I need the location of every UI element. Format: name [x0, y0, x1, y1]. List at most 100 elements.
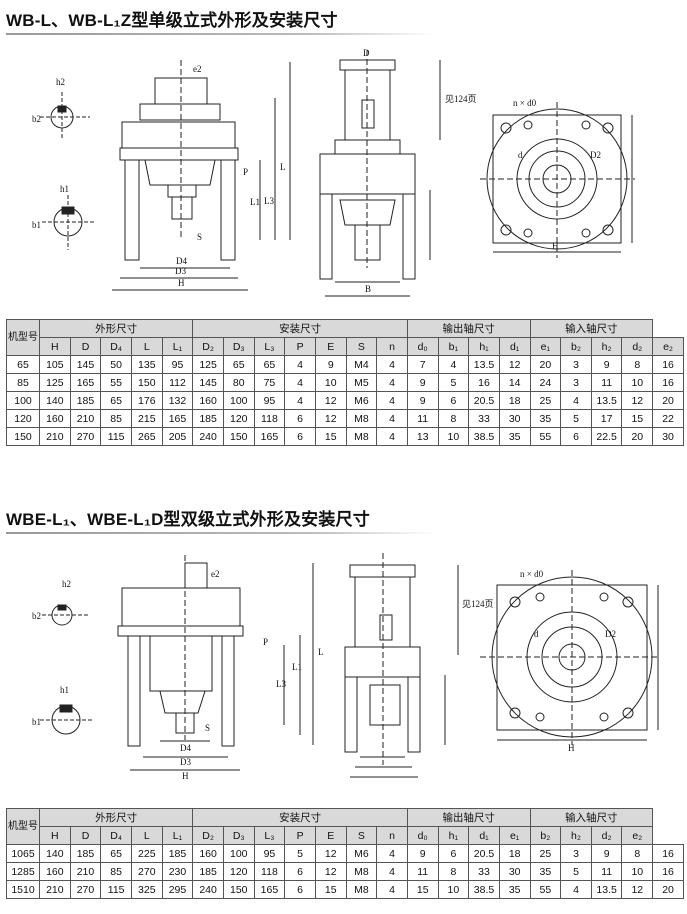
front-view-2 [117, 555, 314, 771]
model-header: 机型号 [6, 808, 40, 845]
table-cell: 5 [437, 373, 470, 392]
label2-nd0: n × d0 [520, 569, 544, 579]
table-cell: 4 [376, 427, 408, 446]
label2-plan-H: H [568, 743, 575, 753]
table-cell: 16 [468, 373, 500, 392]
table-cell: 17 [590, 409, 623, 428]
table-cell: 115 [100, 880, 132, 899]
table-cell: 5 [560, 409, 592, 428]
label-h1: h1 [60, 184, 69, 194]
table-cell: 4 [376, 409, 408, 428]
column-header: L [130, 826, 163, 845]
column-header: S [345, 337, 378, 356]
table-cell: 30 [652, 427, 684, 446]
section1-technical-drawing: h2 b2 h1 b1 e2 P L3 L L1 S D4 D3 H D 见12… [32, 48, 635, 297]
table-cell: 18 [498, 391, 531, 410]
label2-S: S [205, 723, 210, 733]
table-cell: M8 [345, 880, 378, 899]
table-cell: 33 [468, 409, 500, 428]
table-cell: 8 [621, 355, 654, 374]
label2-h2: h2 [62, 579, 71, 589]
table-cell: 150 [222, 427, 255, 446]
table-cell: 240 [192, 880, 224, 899]
table-cell: 4 [376, 373, 408, 392]
table-cell: 65 [6, 355, 40, 374]
group-header: 输入轴尺寸 [529, 808, 654, 827]
table-cell: 24 [529, 373, 562, 392]
table-cell: 4 [284, 373, 316, 392]
table-cell: 65 [100, 391, 132, 410]
column-header: L [130, 337, 163, 356]
group-header: 安装尺寸 [192, 319, 408, 338]
table-cell: 165 [253, 880, 286, 899]
table-cell: 1285 [6, 862, 40, 881]
table-cell: 12 [621, 391, 654, 410]
table-cell: 55 [529, 880, 562, 899]
table-cell: 205 [161, 427, 194, 446]
column-header: H [39, 826, 71, 845]
table-cell: 33 [468, 862, 500, 881]
table-cell: 6 [284, 427, 316, 446]
table-cell: 80 [222, 373, 255, 392]
table-cell: 185 [69, 391, 102, 410]
table-cell: 140 [39, 844, 71, 863]
label2-P: P [263, 637, 268, 647]
column-header: d₀ [406, 337, 439, 356]
table-cell: 15 [314, 427, 347, 446]
table-cell: 22 [652, 409, 684, 428]
label2-D4: D4 [180, 743, 191, 753]
label2-b2: b2 [32, 611, 41, 621]
column-header: e₁ [529, 337, 562, 356]
label-nd0: n × d0 [513, 98, 537, 108]
table-cell: 16 [652, 862, 684, 881]
table-cell: 240 [192, 427, 224, 446]
table-cell: 13.5 [590, 391, 623, 410]
table-cell: 20 [652, 880, 684, 899]
column-header: h₁ [468, 337, 500, 356]
table-cell: 95 [161, 355, 194, 374]
table-cell: 65 [100, 844, 132, 863]
table-cell: 12 [314, 409, 347, 428]
table-cell: 75 [253, 373, 286, 392]
column-header: P [284, 826, 316, 845]
label-S: S [197, 232, 202, 242]
table-cell: M6 [345, 844, 378, 863]
column-header: e₂ [621, 826, 654, 845]
table-cell: 3 [560, 355, 592, 374]
table-cell: 11 [590, 862, 623, 881]
table-cell: 12 [314, 391, 347, 410]
table-cell: 22.5 [590, 427, 623, 446]
table-cell: 11 [406, 862, 439, 881]
table-cell: 6 [284, 862, 316, 881]
table-cell: 15 [621, 409, 654, 428]
table-cell: 50 [100, 355, 132, 374]
table-cell: 150 [6, 427, 40, 446]
table-cell: 12 [314, 862, 347, 881]
column-header: b₁ [437, 337, 470, 356]
table-cell: 4 [437, 355, 470, 374]
table-cell: 270 [130, 862, 163, 881]
label-L1: L1 [250, 197, 260, 207]
table-cell: 210 [69, 862, 102, 881]
column-header: b₂ [529, 826, 562, 845]
table-cell: 8 [437, 862, 470, 881]
label2-b1: b1 [32, 717, 41, 727]
plan-view-2 [480, 570, 660, 745]
table-cell: 6 [284, 880, 316, 899]
table-cell: 230 [161, 862, 194, 881]
table-cell: 95 [253, 844, 286, 863]
label-D2: D2 [590, 150, 601, 160]
table-cell: 176 [130, 391, 163, 410]
table-cell: 13.5 [590, 880, 623, 899]
table-cell: 118 [253, 862, 286, 881]
table-cell: M8 [345, 409, 378, 428]
label-P: P [243, 167, 248, 177]
table-cell: 10 [314, 373, 347, 392]
side-view [319, 50, 441, 297]
section2-technical-drawing: h2 b2 h1 b1 e2 P L3 L1 L S D4 D3 H 见124页… [32, 553, 660, 781]
label-h2: h2 [56, 77, 65, 87]
